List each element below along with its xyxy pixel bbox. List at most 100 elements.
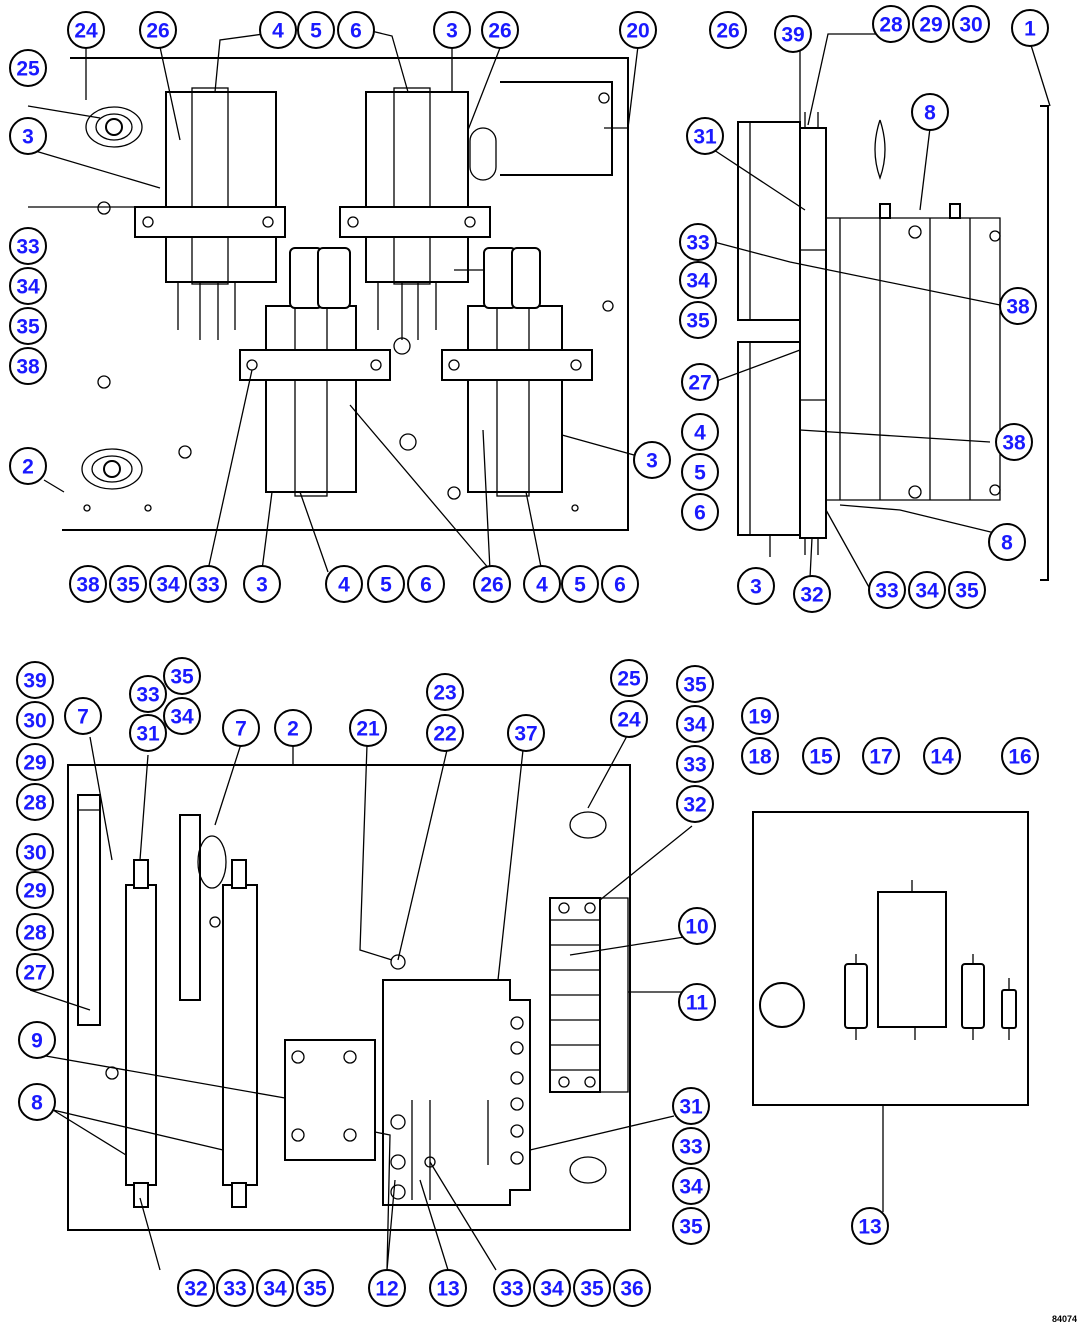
callout-circle bbox=[16, 661, 54, 699]
callout-38: 38 bbox=[9, 347, 47, 385]
callout-35: 35 bbox=[163, 657, 201, 695]
callout-circle bbox=[9, 307, 47, 345]
callout-33: 33 bbox=[672, 1127, 710, 1165]
callout-circle bbox=[741, 697, 779, 735]
callout-number: 8 bbox=[924, 102, 936, 125]
callout-circle bbox=[256, 1269, 294, 1307]
callout-circle bbox=[296, 1269, 334, 1307]
callout-circle bbox=[619, 11, 657, 49]
callout-circle bbox=[163, 697, 201, 735]
callout-33: 33 bbox=[493, 1269, 531, 1307]
callout-number: 20 bbox=[626, 20, 649, 43]
callout-26: 26 bbox=[139, 11, 177, 49]
callout-circle bbox=[908, 571, 946, 609]
callout-circle bbox=[297, 11, 335, 49]
callout-circle bbox=[16, 871, 54, 909]
callout-13: 13 bbox=[851, 1207, 889, 1245]
callout-13: 13 bbox=[429, 1269, 467, 1307]
callout-number: 3 bbox=[256, 574, 268, 597]
callout-34: 34 bbox=[149, 565, 187, 603]
callout-27: 27 bbox=[681, 363, 719, 401]
callout-circle bbox=[681, 453, 719, 491]
callout-number: 26 bbox=[716, 20, 739, 43]
callout-30: 30 bbox=[16, 701, 54, 739]
callout-20: 20 bbox=[619, 11, 657, 49]
callout-number: 14 bbox=[930, 746, 954, 769]
callout-number: 10 bbox=[685, 916, 708, 939]
callout-number: 34 bbox=[263, 1278, 287, 1301]
callout-circle bbox=[18, 1021, 56, 1059]
callout-circle bbox=[676, 665, 714, 703]
callout-number: 6 bbox=[694, 502, 706, 525]
callout-2: 2 bbox=[9, 447, 47, 485]
callout-number: 38 bbox=[76, 574, 100, 597]
callout-number: 34 bbox=[16, 276, 40, 299]
callout-33: 33 bbox=[189, 565, 227, 603]
callout-30: 30 bbox=[952, 5, 990, 43]
callout-circle bbox=[676, 705, 714, 743]
callout-number: 30 bbox=[23, 710, 46, 733]
callout-26: 26 bbox=[481, 11, 519, 49]
callout-number: 35 bbox=[683, 674, 707, 697]
callout-26: 26 bbox=[473, 565, 511, 603]
callout-number: 2 bbox=[22, 456, 34, 479]
callout-4: 4 bbox=[259, 11, 297, 49]
callout-35: 35 bbox=[296, 1269, 334, 1307]
callout-number: 34 bbox=[679, 1176, 703, 1199]
callout-circle bbox=[681, 413, 719, 451]
callout-number: 35 bbox=[303, 1278, 327, 1301]
callout-number: 25 bbox=[617, 668, 641, 691]
callout-circle bbox=[912, 5, 950, 43]
callout-circle bbox=[709, 11, 747, 49]
callout-6: 6 bbox=[337, 11, 375, 49]
callout-number: 22 bbox=[433, 723, 456, 746]
callout-35: 35 bbox=[679, 301, 717, 339]
callout-37: 37 bbox=[507, 714, 545, 752]
callout-5: 5 bbox=[681, 453, 719, 491]
callout-circle bbox=[129, 675, 167, 713]
callout-17: 17 bbox=[862, 737, 900, 775]
callout-number: 5 bbox=[380, 574, 392, 597]
callout-number: 38 bbox=[16, 356, 40, 379]
callout-circle bbox=[325, 565, 363, 603]
callout-34: 34 bbox=[256, 1269, 294, 1307]
callout-number: 35 bbox=[16, 316, 40, 339]
callout-4: 4 bbox=[523, 565, 561, 603]
component-panel bbox=[752, 811, 1029, 1106]
callout-circle bbox=[678, 907, 716, 945]
callout-number: 32 bbox=[184, 1278, 207, 1301]
callout-circle bbox=[995, 423, 1033, 461]
callout-18: 18 bbox=[741, 737, 779, 775]
callout-2: 2 bbox=[274, 709, 312, 747]
callout-28: 28 bbox=[16, 913, 54, 951]
callout-circle bbox=[676, 745, 714, 783]
callout-circle bbox=[681, 493, 719, 531]
callout-33: 33 bbox=[216, 1269, 254, 1307]
callout-number: 27 bbox=[688, 372, 711, 395]
callout-circle bbox=[872, 5, 910, 43]
callout-number: 1 bbox=[1024, 18, 1036, 41]
callout-number: 3 bbox=[446, 20, 458, 43]
callout-6: 6 bbox=[407, 565, 445, 603]
callout-34: 34 bbox=[672, 1167, 710, 1205]
callout-number: 33 bbox=[686, 232, 709, 255]
callout-circle bbox=[507, 714, 545, 752]
callout-24: 24 bbox=[610, 700, 648, 738]
callout-number: 38 bbox=[1006, 296, 1030, 319]
callout-number: 32 bbox=[683, 794, 706, 817]
callout-6: 6 bbox=[681, 493, 719, 531]
callout-circle bbox=[601, 565, 639, 603]
callout-number: 36 bbox=[620, 1278, 643, 1301]
callout-circle bbox=[681, 363, 719, 401]
callout-35: 35 bbox=[573, 1269, 611, 1307]
callout-number: 8 bbox=[31, 1092, 43, 1115]
callout-35: 35 bbox=[948, 571, 986, 609]
callout-circle bbox=[672, 1087, 710, 1125]
callout-circle bbox=[679, 223, 717, 261]
callout-number: 31 bbox=[679, 1096, 703, 1119]
callout-39: 39 bbox=[16, 661, 54, 699]
callout-circle bbox=[337, 11, 375, 49]
callout-circle bbox=[610, 700, 648, 738]
callout-5: 5 bbox=[561, 565, 599, 603]
